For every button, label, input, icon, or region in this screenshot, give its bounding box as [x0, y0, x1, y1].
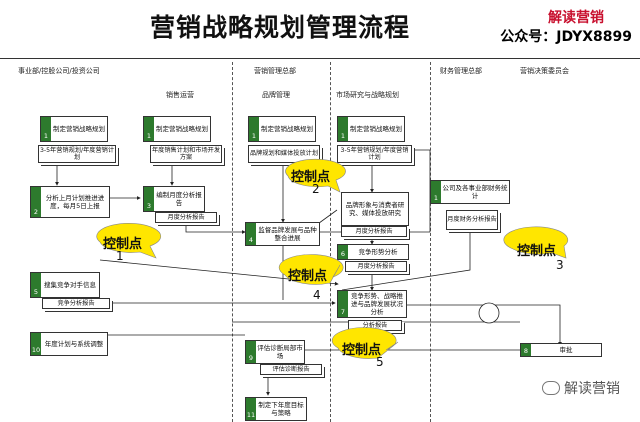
step-label: 监督品牌发展与品种整合进展	[258, 225, 317, 242]
control-callout-1	[96, 222, 162, 259]
step-label: 搜集竞争对手信息	[44, 280, 96, 289]
step-number: 3	[144, 187, 154, 211]
watermark-text: 解读营销	[564, 381, 620, 397]
step-label: 竞争形势分析	[358, 247, 398, 256]
wechat-icon	[542, 381, 560, 395]
brand-name: 解读营销	[548, 10, 604, 26]
header-divider	[0, 58, 640, 59]
control-point-1-label: 控制点	[103, 237, 143, 252]
doc-monthly-report-3: 月度分析报告	[345, 261, 407, 272]
lane-divider-3	[430, 62, 431, 422]
step-number: 2	[31, 187, 41, 217]
doc-evaluation-report: 评估诊断报告	[260, 364, 322, 375]
page-title: 营销战略规划管理流程	[150, 13, 411, 42]
step-label: 制定下年度目标与策略	[258, 400, 304, 417]
brand-account: 公众号：JDYX8899	[500, 29, 632, 45]
control-callout-5	[331, 327, 399, 359]
step-8: 8 审批	[520, 343, 602, 357]
step-label: 编制月度分析报告	[156, 190, 202, 207]
lane-header-business-units: 事业部/控股公司/投资公司	[18, 67, 100, 75]
step-number: 4	[246, 223, 256, 245]
lane-divider-1	[232, 62, 233, 422]
step-number: 1	[41, 117, 51, 141]
step-number: 9	[246, 341, 256, 363]
lane-header-finance-hq: 财务管理总部	[440, 67, 482, 75]
step-number: 10	[31, 333, 41, 355]
control-callout-2	[285, 158, 346, 193]
lane-header-marketing-hq: 营销管理总部	[254, 67, 296, 75]
step-label: 制定营销战略规划	[53, 124, 105, 133]
doc-brand-plan: 品牌规划和媒体投放计划	[248, 145, 320, 163]
sublane-sales-ops: 销售运营	[166, 91, 194, 99]
control-callout-4	[278, 254, 344, 285]
step-label: 竞争形势、战略推进与品牌发展状况分析	[351, 291, 403, 317]
step-number: 11	[246, 398, 256, 420]
doc-monthly-report-2: 月度分析报告	[341, 226, 407, 237]
step-label: 制定营销战略规划	[350, 124, 402, 133]
control-point-3-label: 控制点	[517, 244, 557, 259]
step-number: 6	[338, 245, 348, 259]
control-point-2-number: 2	[312, 182, 320, 196]
doc-marketing-plan: 3-5年营销规划/年度营销计划	[38, 145, 116, 163]
step-number: 1	[338, 117, 348, 141]
doc-competition-report: 竞争分析报告	[42, 298, 110, 309]
doc-marketing-plan-2: 3-5年营销规划/年度营销计划	[337, 145, 412, 163]
step-number: 1	[144, 117, 154, 141]
step-label: 审批	[559, 345, 573, 354]
doc-monthly-report: 月度分析报告	[155, 212, 217, 223]
control-point-2-label: 控制点	[291, 170, 331, 185]
step-6: 6 竞争形势分析	[337, 244, 409, 260]
step-number: 7	[338, 291, 348, 317]
doc-finance-report: 月度财务分析报告	[446, 210, 498, 230]
control-point-3-number: 3	[556, 258, 564, 272]
lane-header-committee: 营销决策委员会	[520, 67, 569, 75]
step-number: 5	[31, 273, 41, 297]
step-number: 1	[249, 117, 259, 141]
sublane-brand-mgmt: 品牌管理	[262, 91, 290, 99]
step-label: 评估诊断局部市场	[257, 343, 303, 360]
step-label: 年度计划与系统调整	[44, 339, 104, 348]
control-point-5-label: 控制点	[342, 343, 382, 358]
step-label: 制定营销战略规划	[261, 124, 313, 133]
control-point-5-number: 5	[376, 355, 384, 369]
step-label: 公司及各事业部财务统计	[442, 183, 508, 200]
control-callout-3	[503, 226, 569, 259]
lane-divider-2	[330, 62, 331, 422]
doc-sales-plan: 年度销售计划和市场开发方案	[150, 145, 222, 163]
control-point-4-number: 4	[313, 288, 321, 302]
sublane-market-research: 市场研究与战略规划	[336, 91, 399, 99]
step-label: 分析上月计划推进进度，每月5日上报	[45, 193, 105, 210]
watermark: 解读营销	[542, 378, 620, 398]
step-number: 1	[431, 181, 441, 203]
step-number: 8	[521, 344, 531, 356]
step-brand-research: 品牌形象与消费者研究、媒体投放研究	[341, 192, 409, 226]
control-point-4-label: 控制点	[288, 269, 328, 284]
control-point-1-number: 1	[116, 249, 124, 263]
step-label: 制定营销战略规划	[156, 124, 208, 133]
